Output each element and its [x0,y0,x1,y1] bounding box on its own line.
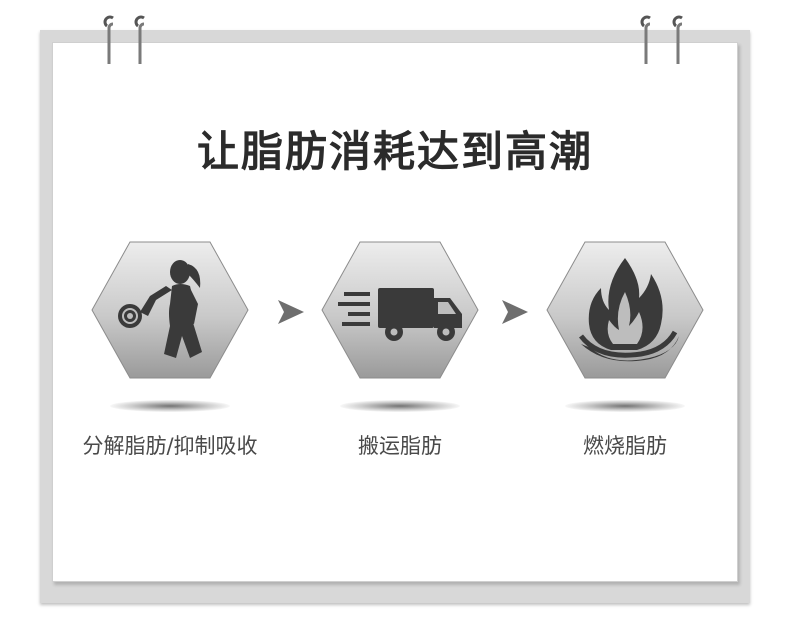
binder-ring-icon [103,15,114,64]
flame-icon [579,258,679,362]
hexagon-shadow [340,400,460,412]
arrow-right-icon [502,300,528,324]
binder-ring-icon [640,15,651,64]
hexagon-shadow [110,400,230,412]
hexagon-shadow [565,400,685,412]
delivery-truck-icon [338,288,462,341]
step-hexagon-burn [545,240,705,380]
woman-dumbbell-icon [118,260,202,358]
step-label: 搬运脂肪 [358,434,442,458]
arrow-right-icon [278,300,304,324]
step-hexagon-transport [320,240,480,380]
page-title: 让脂肪消耗达到高潮 [196,127,593,176]
step-hexagon-breakdown [90,240,250,380]
binder-ring-icon [134,15,145,64]
step-label: 燃烧脂肪 [583,434,667,458]
binder-ring-icon [672,15,683,64]
step-label: 分解脂肪/抑制吸收 [82,434,258,458]
